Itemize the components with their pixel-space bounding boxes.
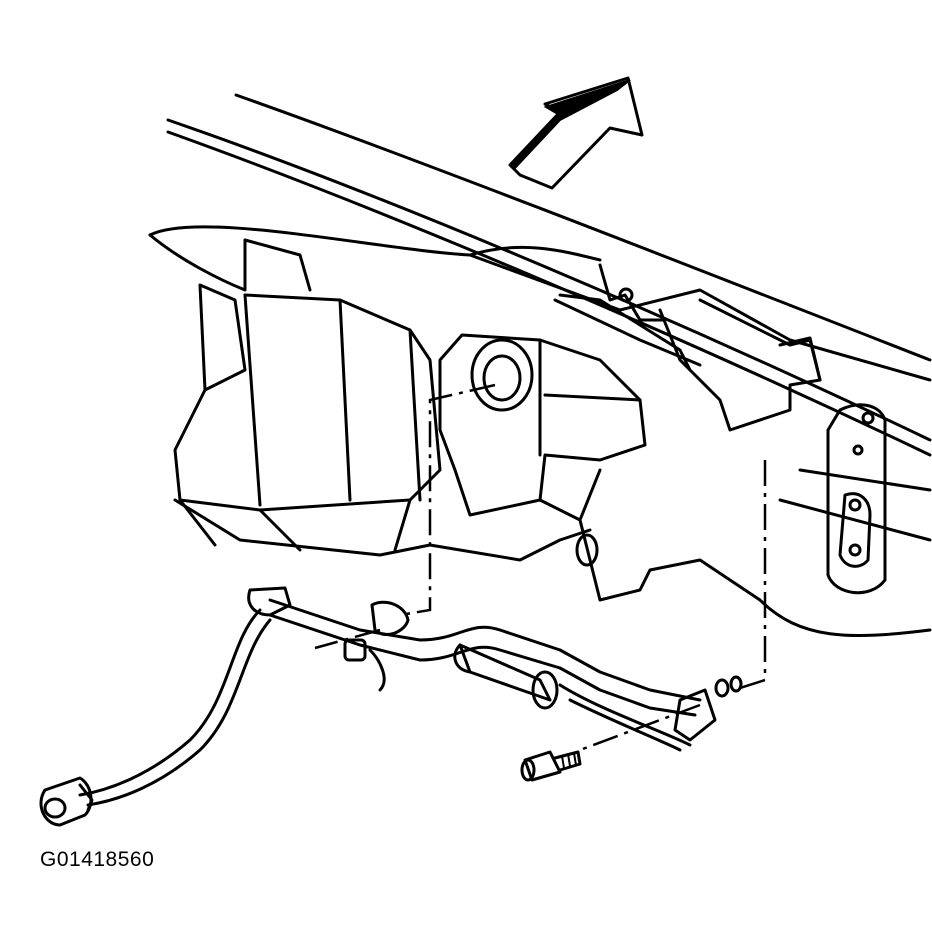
figure-id-label: G01418560 bbox=[40, 848, 155, 871]
cable-connector bbox=[39, 776, 94, 827]
side-bracket-plate bbox=[758, 403, 932, 638]
mounting-tab bbox=[673, 675, 743, 742]
frame-rails bbox=[148, 93, 932, 457]
sensor-cable bbox=[78, 586, 702, 807]
bolt bbox=[520, 750, 582, 782]
mount-bracket bbox=[438, 263, 822, 602]
chassis-block bbox=[148, 233, 592, 562]
direction-arrow-icon bbox=[508, 76, 644, 190]
cylinder-section bbox=[453, 643, 692, 752]
